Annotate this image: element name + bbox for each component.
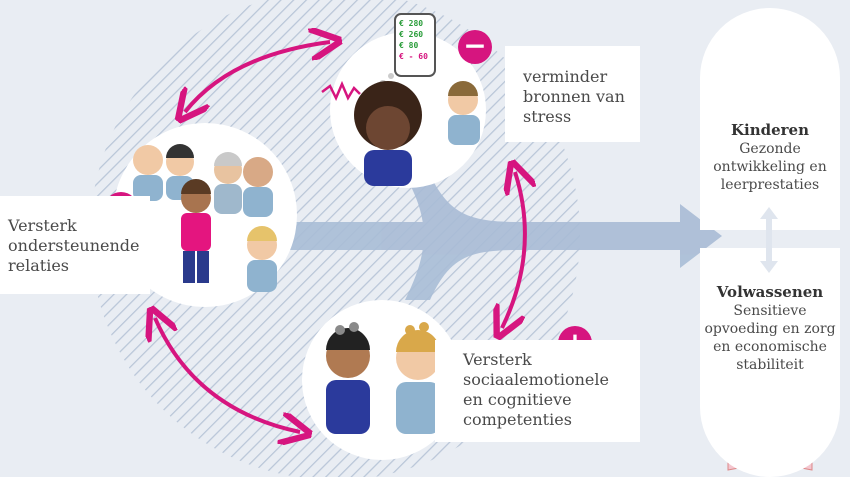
outcome-line: Gezonde xyxy=(739,141,801,157)
arrow-relaties-stress xyxy=(185,42,330,112)
outcome-link-arrow xyxy=(760,207,778,273)
arrow-stress-competenties xyxy=(502,172,525,328)
outcome-volwassenen: Volwassenen Sensitieve opvoeding en zorg… xyxy=(700,248,840,477)
relaties-line: Versterk xyxy=(8,216,77,235)
family-illustration xyxy=(133,144,277,292)
outcome-line: Sensitieve xyxy=(733,303,807,319)
stress-label: verminder bronnen van stress xyxy=(505,46,640,142)
minus-badge-stress: − xyxy=(458,30,492,64)
stress-illustration xyxy=(321,13,480,186)
phone-amount: € - 60 xyxy=(399,52,428,61)
competenties-line: Versterk xyxy=(463,350,532,369)
outcome-line: stabiliteit xyxy=(736,357,804,373)
stress-line: bronnen van xyxy=(523,87,625,106)
outcome-line: ontwikkeling en xyxy=(713,159,827,175)
outcome-title: Volwassenen xyxy=(716,283,824,301)
outcome-kinderen: Kinderen Gezonde ontwikkeling en leerpre… xyxy=(700,8,840,230)
phone-amount: € 80 xyxy=(399,41,419,50)
arrow-relaties-competenties xyxy=(155,318,300,432)
phone-amount: € 280 xyxy=(399,19,424,28)
competenties-line: sociaalemotionele xyxy=(463,370,609,389)
phone-amounts: € 280 € 260 € 80 € - 60 xyxy=(399,18,431,62)
relaties-label: Versterk ondersteunende relaties xyxy=(0,196,150,294)
relaties-line: relaties xyxy=(8,256,69,275)
relaties-line: ondersteunende xyxy=(8,236,140,255)
stress-line: stress xyxy=(523,107,572,126)
outcome-line: en economische xyxy=(713,339,827,355)
competenties-label: Versterk sociaalemotionele en cognitieve… xyxy=(435,340,640,442)
stress-line: verminder xyxy=(523,67,608,86)
competenties-line: competenties xyxy=(463,410,572,429)
phone-amount: € 260 xyxy=(399,30,424,39)
outcome-title: Kinderen xyxy=(730,121,810,139)
competenties-line: en cognitieve xyxy=(463,390,572,409)
outcome-line: opvoeding en zorg xyxy=(704,321,836,337)
kids-illustration xyxy=(326,322,440,434)
outcome-line: leerprestaties xyxy=(720,177,820,193)
main-flow-arrow xyxy=(285,175,722,300)
